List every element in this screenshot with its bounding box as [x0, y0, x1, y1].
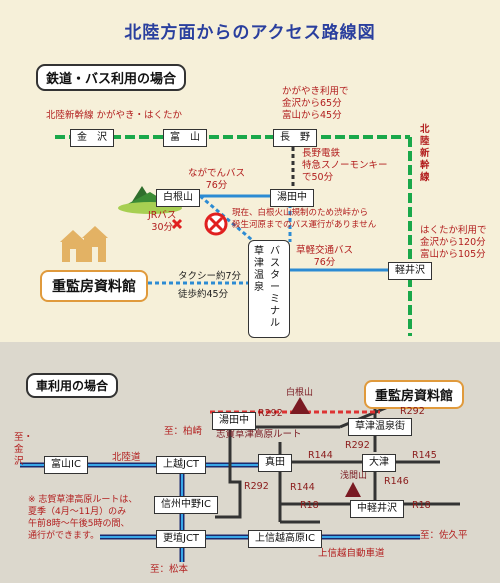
road-r18-b: R18 — [412, 500, 431, 511]
to-kashiwazaki-label: 至：柏崎 — [164, 426, 203, 437]
node-kusatsu: 草津温泉街 — [348, 418, 412, 436]
road-r292-a: R292 — [258, 408, 283, 419]
road-r144-b: R144 — [290, 482, 315, 493]
road-r18-a: R18 — [300, 500, 319, 511]
car-section-heading: 車利用の場合 — [26, 373, 119, 398]
station-toyama: 富 山 — [163, 129, 207, 147]
kusatsu-onsen-label: 草津温泉 — [254, 246, 264, 293]
museum-box-rail: 重監房資料館 — [40, 270, 148, 302]
kusakaru-bus-note: 草軽交通バス 76分 — [296, 245, 354, 268]
road-r145: R145 — [412, 450, 437, 461]
road-r144-a: R144 — [308, 450, 333, 461]
scenic-route-note: ※ 志賀草津高原ルートは、 夏季（4月〜11月）のみ 午前8時〜午後5時の間、 … — [28, 495, 138, 541]
hakutaka-note: はくたか利用で 金沢から120分 富山から105分 — [420, 225, 487, 260]
node-shinden: 真田 — [258, 454, 292, 472]
kagayaki-note: かがやき利用で 金沢から65分 富山から45分 — [282, 86, 349, 121]
kusatsu-bus-terminal — [248, 240, 290, 338]
museum-box-car: 重監房資料館 — [364, 380, 465, 409]
road-r292-b: R292 — [400, 406, 425, 417]
hokuriku-shinkansen-vertical: 北陸新幹線 — [420, 124, 430, 183]
shiraneyama-car: 白根山 — [286, 388, 314, 398]
to-saku-label: 至：佐久平 — [420, 530, 468, 541]
nagaden-bus-note: ながでんバス 76分 — [188, 168, 246, 191]
hokurikudo-label: 北陸道 — [112, 452, 141, 463]
nagano-dentetsu-note: 長野電鉄 特急スノーモンキー で50分 — [302, 148, 388, 183]
taxi-note: タクシー約7分 — [178, 271, 242, 282]
scenic-route-label: 志賀草津高原ルート — [216, 429, 302, 440]
node-joshinetsu-ic: 上信越高原IC — [248, 530, 322, 548]
bus-closed-note: 現在、白根火山規制のため渋峠から 殺生河原までのバス運行がありません — [232, 208, 377, 230]
asamayama-label: 浅間山 — [340, 471, 368, 481]
node-shinshu-ic: 信州中野IC — [154, 496, 218, 514]
road-r146: R146 — [384, 476, 409, 487]
to-kanazawa-label: 至・金沢 — [14, 432, 34, 467]
node-yudanaka: 湯田中 — [212, 412, 256, 430]
jr-bus-note: JRバス 30分 — [148, 210, 177, 233]
node-koshoku-jct: 更埴JCT — [156, 530, 207, 548]
road-r292-d: R292 — [244, 481, 269, 492]
station-nagano: 長 野 — [273, 129, 317, 147]
page-title: 北陸方面からのアクセス路線図 — [124, 23, 376, 43]
walk-note: 徒歩約45分 — [178, 289, 229, 300]
node-joetsu-jct: 上越JCT — [156, 456, 207, 474]
station-karuizawa: 軽井沢 — [388, 262, 432, 280]
node-nakakaruizawa: 中軽井沢 — [350, 500, 404, 518]
bus-terminal-label: バスターミナル — [270, 246, 280, 329]
node-toyama-ic: 富山IC — [44, 456, 88, 474]
joshinetsu-road-label: 上信越自動車道 — [318, 548, 385, 559]
station-yudanaka: 湯田中 — [270, 189, 314, 207]
rail-diagram-lines — [55, 135, 412, 336]
shinkansen-label: 北陸新幹線 かがやき・はくたか — [46, 110, 183, 121]
road-r292-c: R292 — [345, 440, 370, 451]
station-shiraneyama: 白根山 — [156, 189, 200, 207]
to-matsumoto-label: 至：松本 — [150, 564, 189, 575]
node-otsu: 大津 — [362, 454, 396, 472]
station-kanazawa: 金 沢 — [70, 129, 114, 147]
rail-section-heading: 鉄道・バス利用の場合 — [36, 64, 187, 91]
